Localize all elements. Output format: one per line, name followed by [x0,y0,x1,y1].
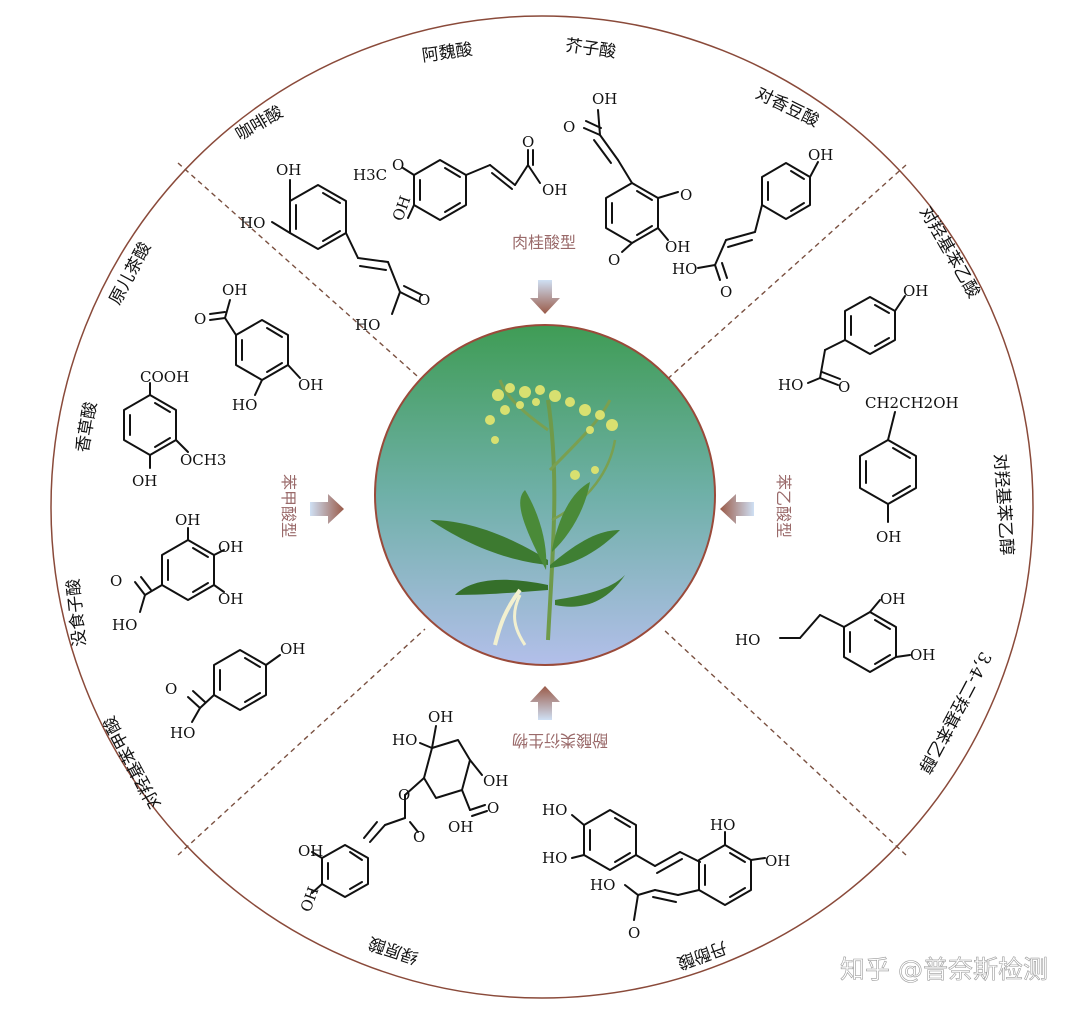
chlorogenic-o-3: O [413,828,425,846]
caffeic-oh-top: OH [276,161,301,179]
structure-tyrosol: CH2CH2OH OH [859,394,959,546]
arrow-bottom [530,686,560,720]
chlorogenic-o-2: O [398,786,410,804]
gallic-ho: HO [112,616,137,634]
hydroxytyrosol-oh-right: OH [910,646,935,664]
watermark: 知乎 @普奈斯检测 [840,955,1048,984]
chlorogenic-oh-1: OH [428,708,453,726]
chlorogenic-o-1: O [487,799,499,817]
sinapic-o: O [563,118,575,136]
p-hydroxybenzoic-ho: HO [170,724,195,742]
structure-caffeic: OH HO HO O [240,161,430,334]
p-hydroxybenzoic-o: O [165,680,177,698]
salvianolic-ho-1: HO [542,801,567,819]
salvianolic-oh: OH [765,852,790,870]
category-phenylacetic-label: 苯乙酸型 [774,474,793,538]
p-coumaric-oh: OH [808,146,833,164]
hydroxytyrosol-oh-top: OH [880,590,905,608]
center-plant [374,324,716,666]
protocatechuic-ho: HO [232,396,257,414]
ferulic-h3c: H3C [353,166,387,184]
vanillic-och3: OCH3 [180,451,226,469]
p-hydroxyphenylacetic-o: O [838,378,850,396]
structure-p-hydroxybenzoic: OH O HO [165,640,305,742]
caffeic-o: O [418,291,430,309]
tyrosol-ch2ch2oh: CH2CH2OH [865,394,959,412]
arrow-right [720,494,754,524]
gallic-oh-bottom: OH [218,590,243,608]
caffeic-ho-left: HO [240,214,265,232]
gallic-o: O [110,572,122,590]
p-hydroxyphenylacetic-ho: HO [778,376,803,394]
structure-sinapic: OH O O OH O [563,90,692,269]
ferulic-oh-acid: OH [542,181,567,199]
arrow-top [530,280,560,314]
p-coumaric-ho: HO [672,260,697,278]
caffeic-ho-acid: HO [355,316,380,334]
sector-dividers [177,162,907,856]
ferulic-o: O [522,133,534,151]
sinapic-o-bottom: O [608,251,620,269]
salvianolic-ho-2: HO [542,849,567,867]
chlorogenic-oh-2: OH [483,772,508,790]
p-coumaric-o: O [720,283,732,301]
gallic-oh-top: OH [175,511,200,529]
chlorogenic-oh-4: OH [298,842,323,860]
p-hydroxyphenylacetic-oh: OH [903,282,928,300]
vanillic-cooh: COOH [140,368,189,386]
category-cinnamic-label: 肉桂酸型 [512,233,576,252]
category-benzoic-label: 苯甲酸型 [279,474,298,538]
p-hydroxybenzoic-oh: OH [280,640,305,658]
hydroxytyrosol-ho: HO [735,631,760,649]
protocatechuic-oh-top: OH [222,281,247,299]
gallic-oh-mid: OH [218,538,243,556]
sinapic-oh-acid: OH [592,90,617,108]
vanillic-oh: OH [132,472,157,490]
structure-chlorogenic: OH HO OH O OH O O OH OH [297,708,509,914]
category-derivatives-label: 酚酸类衍生物 [512,731,608,750]
protocatechuic-oh-right: OH [298,376,323,394]
salvianolic-o: O [628,924,640,942]
chlorogenic-ho-1: HO [392,731,417,749]
structure-protocatechuic: OH O OH HO [194,281,323,414]
ferulic-o-ether: O [392,156,404,174]
structure-p-hydroxyphenylacetic: OH HO O [778,282,928,396]
chlorogenic-oh-3: OH [448,818,473,836]
protocatechuic-o: O [194,310,206,328]
structure-vanillic: COOH OCH3 OH [123,368,226,490]
structure-gallic: OH OH OH O HO [110,511,243,634]
arrow-left [310,494,344,524]
structure-hydroxytyrosol: OH OH HO [735,590,935,673]
structure-salvianolic: HO HO HO OH HO O [542,801,790,942]
sinapic-oh: OH [665,238,690,256]
structure-p-coumaric: OH HO O [672,146,833,301]
salvianolic-ho-acid: HO [590,876,615,894]
tyrosol-oh: OH [876,528,901,546]
salvianolic-ho-3: HO [710,816,735,834]
sinapic-o-right: O [680,186,692,204]
